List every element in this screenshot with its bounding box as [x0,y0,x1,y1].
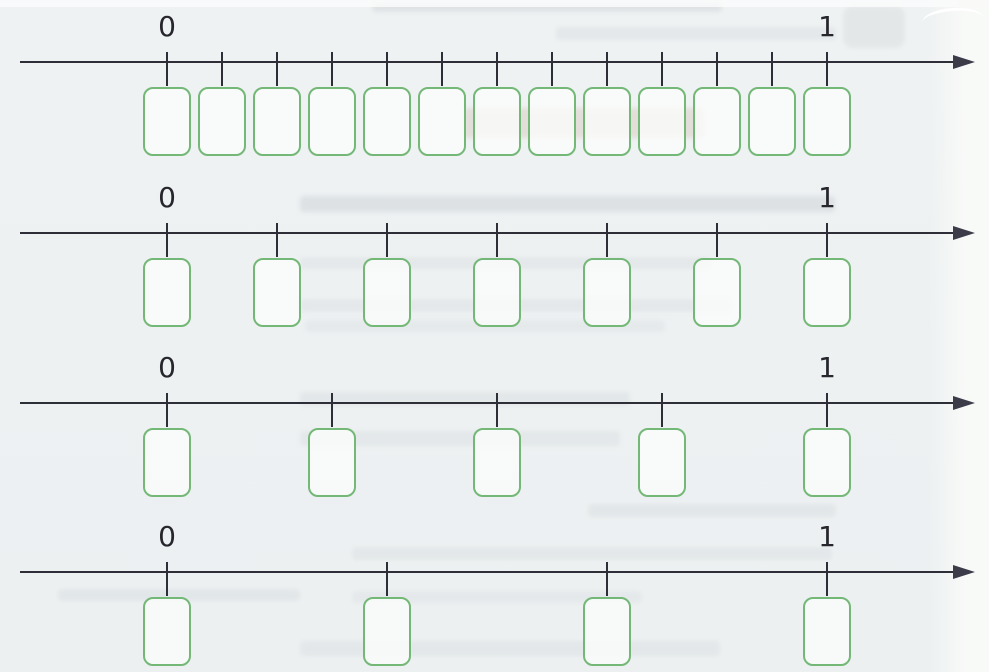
tick-mark [495,223,499,257]
answer-box[interactable] [473,428,521,497]
answer-box[interactable] [253,87,301,156]
bleed-artifact [300,196,835,212]
axis-line [20,231,958,235]
tick-mark [770,52,774,86]
tick-mark [330,52,334,86]
tick-mark [825,393,829,427]
tick-mark [165,52,169,86]
tick-mark [275,223,279,257]
answer-box[interactable] [418,87,466,156]
answer-box[interactable] [473,258,521,327]
answer-box[interactable] [143,258,191,327]
tick-mark [605,223,609,257]
axis-line [20,401,958,405]
answer-box[interactable] [583,87,631,156]
bleed-artifact [588,504,836,517]
tick-mark [275,52,279,86]
tick-mark [550,52,554,86]
zero-label: 0 [158,520,176,553]
tick-mark [165,562,169,596]
answer-box[interactable] [253,258,301,327]
one-label: 1 [818,10,836,43]
answer-box[interactable] [693,258,741,327]
answer-box[interactable] [693,87,741,156]
arrow-right-icon [953,565,975,579]
answer-box[interactable] [198,87,246,156]
answer-box[interactable] [528,87,576,156]
answer-box[interactable] [363,597,411,666]
answer-box[interactable] [363,258,411,327]
answer-box[interactable] [308,87,356,156]
arrow-right-icon [953,55,975,69]
page-top-edge [0,0,989,7]
tick-mark [385,223,389,257]
tick-mark [825,562,829,596]
tick-mark [440,52,444,86]
answer-box[interactable] [143,428,191,497]
one-label: 1 [818,520,836,553]
answer-box[interactable] [473,87,521,156]
axis-line [20,60,958,64]
tick-mark [825,52,829,86]
tick-mark [495,393,499,427]
zero-label: 0 [158,351,176,384]
bleed-artifact [556,27,836,40]
tick-mark [385,562,389,596]
tick-mark [715,52,719,86]
bleed-artifact [352,547,832,560]
tick-mark [165,223,169,257]
answer-box[interactable] [143,597,191,666]
zero-label: 0 [158,181,176,214]
answer-box[interactable] [308,428,356,497]
answer-box[interactable] [803,428,851,497]
bleed-artifact [843,6,905,48]
one-label: 1 [818,181,836,214]
arrow-right-icon [953,226,975,240]
tick-mark [385,52,389,86]
tick-mark [715,223,719,257]
answer-box[interactable] [638,428,686,497]
answer-box[interactable] [638,87,686,156]
arrow-right-icon [953,396,975,410]
answer-box[interactable] [583,258,631,327]
tick-mark [165,393,169,427]
one-label: 1 [818,351,836,384]
answer-box[interactable] [803,87,851,156]
tick-mark [660,393,664,427]
zero-label: 0 [158,10,176,43]
page-right-edge [929,0,989,672]
answer-box[interactable] [363,87,411,156]
tick-mark [495,52,499,86]
tick-mark [660,52,664,86]
answer-box[interactable] [583,597,631,666]
tick-mark [220,52,224,86]
tick-mark [605,562,609,596]
answer-box[interactable] [803,258,851,327]
tick-mark [605,52,609,86]
answer-box[interactable] [143,87,191,156]
answer-box[interactable] [803,597,851,666]
axis-line [20,570,958,574]
answer-box[interactable] [748,87,796,156]
tick-mark [330,393,334,427]
tick-mark [825,223,829,257]
